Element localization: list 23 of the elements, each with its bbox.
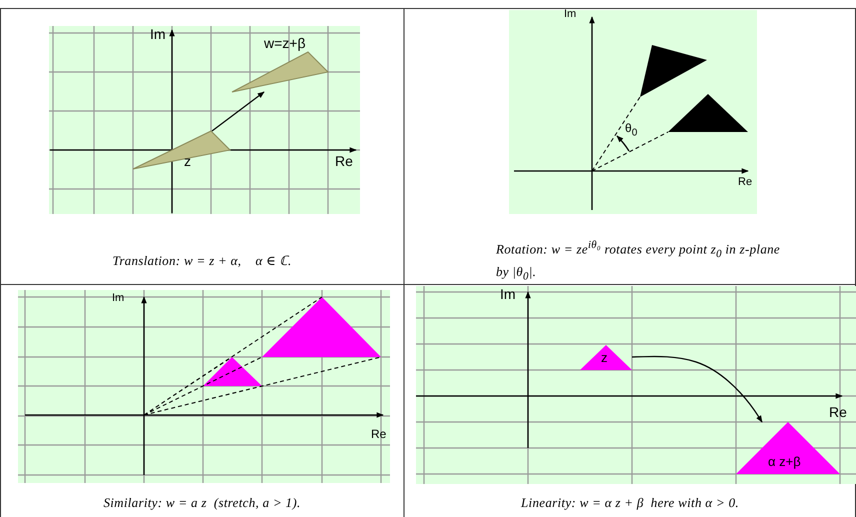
triangle-shape [736, 422, 840, 474]
axis-label: Im [500, 287, 516, 301]
axis-label: Re [738, 177, 752, 188]
angle-label: θ$_{0}$ [625, 122, 638, 138]
arrow [212, 92, 265, 132]
shape-label: w=z+β [264, 36, 306, 50]
axis-label: Re [335, 154, 353, 168]
caption: Rotation: w = ze$^{iθ₀}$ rotates every point z$_{0}$ in z-plane by |θ$_{0}$|. [496, 238, 781, 285]
axis-label: Im [150, 27, 166, 41]
triangle-shape [232, 52, 328, 92]
shape-label: z [184, 154, 191, 168]
axis-label: Re [371, 428, 386, 440]
axis-label: Re [829, 405, 847, 419]
axis-label: Im [112, 293, 124, 304]
caption: Linearity: w = α z + β here with α > 0. [520, 494, 740, 512]
axis-label: Im [564, 9, 576, 20]
caption: Similarity: w = a z (stretch, a > 1). [102, 494, 302, 512]
arrow [632, 356, 762, 423]
triangle-shape [133, 131, 230, 169]
triangle-shape [580, 345, 632, 370]
shape-label: z [601, 351, 608, 364]
shape-label: α z+β [768, 455, 801, 468]
caption: Translation: w = z + α, α ∈ ℂ. [112, 252, 292, 270]
